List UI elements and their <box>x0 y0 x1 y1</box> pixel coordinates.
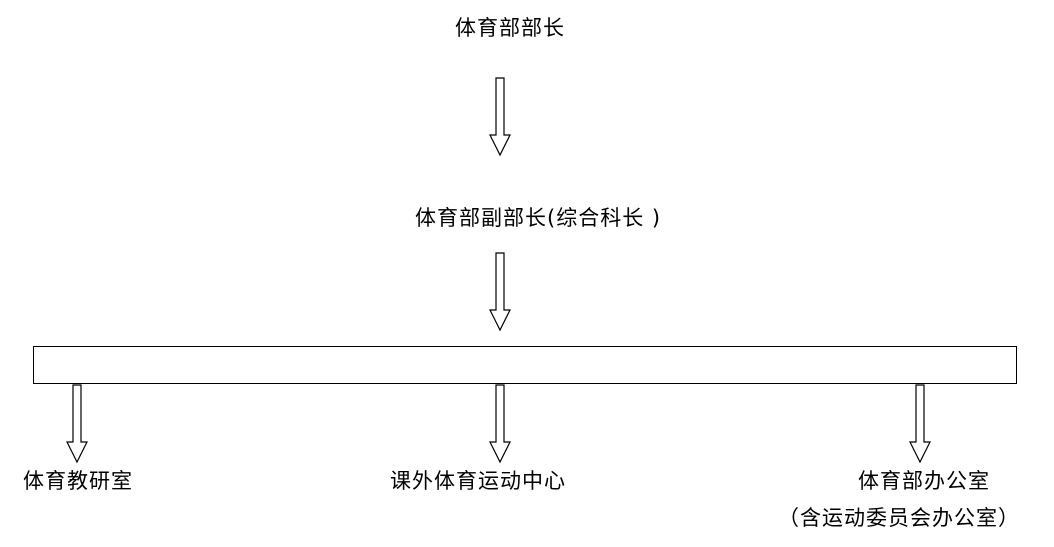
arrow-to-activity-center <box>489 384 511 464</box>
arrow-deputy-to-bar <box>489 252 511 332</box>
deputy-label: 体育部副部长(综合科长 ) <box>415 206 662 230</box>
arrow-to-dept-office <box>909 384 931 464</box>
arrow-to-teaching-office <box>66 384 88 464</box>
department-bar <box>33 346 1017 384</box>
dept-office-sublabel: （含运动委员会办公室） <box>778 506 1020 530</box>
head-label: 体育部部长 <box>455 16 565 40</box>
dept-office-label: 体育部办公室 <box>858 469 990 493</box>
activity-center-label: 课外体育运动中心 <box>390 469 566 493</box>
teaching-office-label: 体育教研室 <box>23 469 133 493</box>
arrow-head-to-deputy <box>489 77 511 157</box>
